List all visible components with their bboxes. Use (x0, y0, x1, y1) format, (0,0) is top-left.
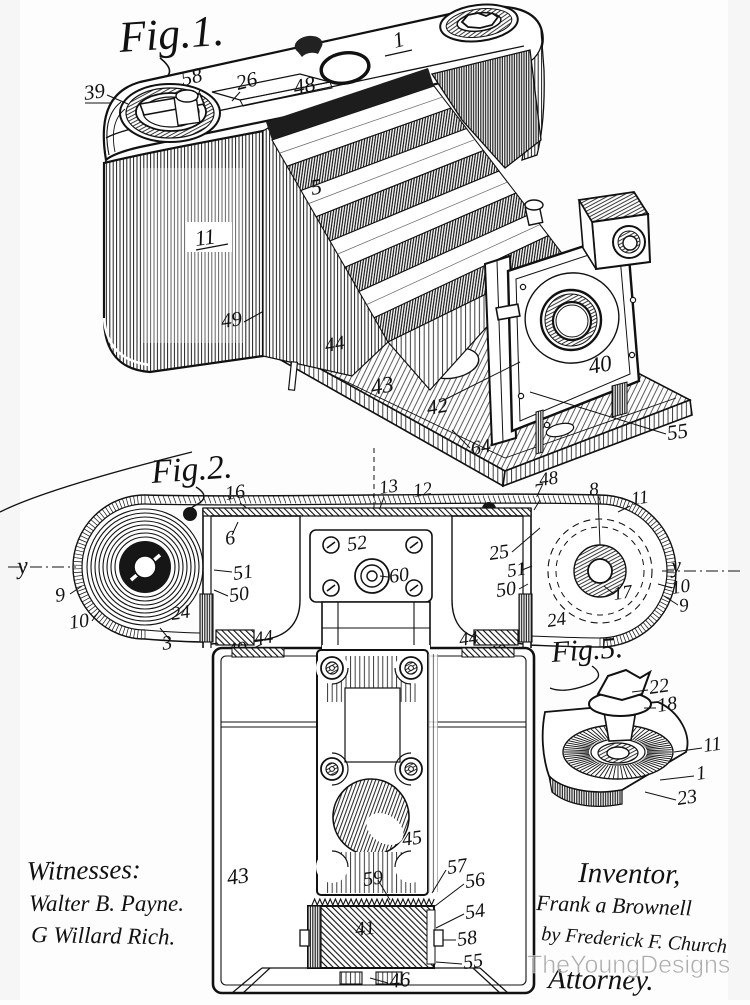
svg-text:39: 39 (81, 78, 107, 105)
svg-text:51: 51 (232, 560, 255, 585)
svg-text:58: 58 (456, 926, 479, 951)
svg-text:44: 44 (323, 332, 347, 357)
svg-text:46: 46 (388, 967, 412, 993)
svg-text:11: 11 (630, 487, 650, 510)
svg-text:23: 23 (676, 785, 699, 810)
svg-text:24: 24 (546, 608, 568, 632)
svg-text:Inventor,: Inventor, (577, 857, 681, 891)
svg-text:Fig.2.: Fig.2. (149, 448, 234, 491)
svg-text:50: 50 (495, 577, 518, 602)
svg-text:43: 43 (369, 371, 396, 400)
svg-text:54: 54 (464, 899, 487, 924)
svg-text:52: 52 (346, 531, 369, 556)
svg-text:Fig.5.: Fig.5. (549, 631, 624, 669)
svg-text:44: 44 (253, 626, 275, 650)
svg-text:60: 60 (388, 563, 411, 588)
svg-text:10: 10 (68, 609, 91, 634)
svg-text:55: 55 (462, 949, 485, 974)
svg-text:Witnesses:: Witnesses: (27, 854, 142, 886)
svg-text:G Willard Rich.: G Willard Rich. (31, 922, 176, 950)
svg-text:59: 59 (362, 866, 385, 891)
svg-text:55: 55 (665, 418, 689, 445)
svg-text:45: 45 (401, 826, 424, 851)
svg-text:Walter B. Payne.: Walter B. Payne. (29, 891, 184, 916)
svg-text:12: 12 (412, 478, 434, 502)
svg-text:18: 18 (656, 692, 679, 717)
svg-text:Fig.1.: Fig.1. (116, 6, 225, 62)
svg-text:11: 11 (702, 733, 723, 757)
svg-text:48: 48 (538, 467, 560, 491)
svg-text:49: 49 (219, 306, 244, 333)
svg-text:24: 24 (170, 601, 192, 625)
svg-text:41: 41 (354, 916, 377, 941)
svg-text:64: 64 (469, 435, 493, 460)
svg-text:56: 56 (464, 868, 487, 893)
svg-text:13: 13 (378, 476, 400, 499)
svg-text:43: 43 (225, 862, 250, 890)
svg-text:40: 40 (587, 350, 614, 379)
svg-text:50: 50 (228, 582, 251, 607)
svg-text:TheYoungDesigns: TheYoungDesigns (527, 951, 730, 979)
